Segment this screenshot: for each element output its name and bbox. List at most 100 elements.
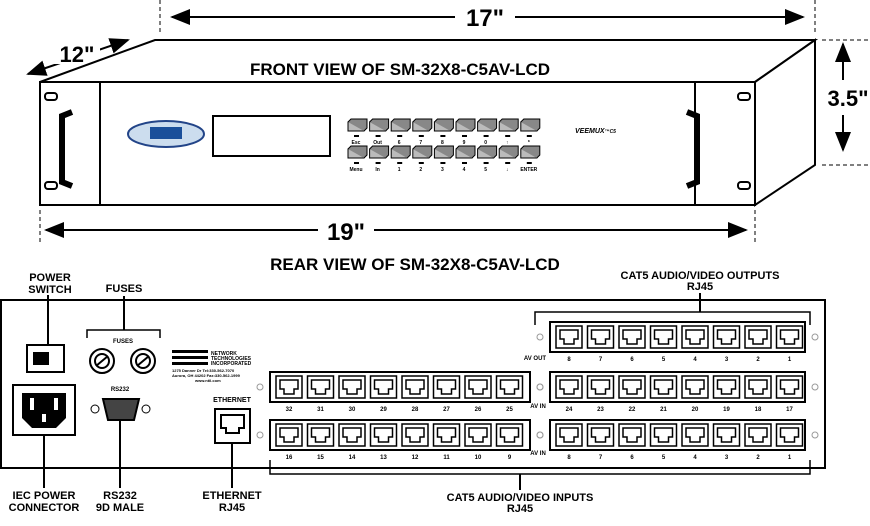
dimension-12: 12" [26, 38, 130, 76]
rj45-port: 1 [775, 423, 804, 461]
rj45-port: 24 [555, 375, 583, 413]
av-in-label: AV IN [530, 404, 546, 410]
port-number: 22 [629, 407, 636, 413]
port-number: 30 [349, 407, 356, 413]
depth-label: 12" [60, 42, 95, 67]
keypad-key[interactable]: 2 [412, 145, 433, 173]
keypad-key[interactable]: Esc [347, 118, 368, 146]
key-label: ↓ [506, 167, 509, 173]
rj45-port: 7 [586, 325, 615, 363]
rj45-port: 5 [649, 423, 678, 461]
key-label: 4 [463, 167, 466, 173]
port-number: 2 [756, 455, 760, 461]
keypad-key[interactable]: ↑ [498, 118, 519, 146]
rj45-port: 1 [775, 325, 804, 363]
company-logo: NETWORK TECHNOLOGIES INCORPORATED 1275 D… [172, 350, 252, 383]
port-number: 29 [380, 407, 387, 413]
keypad-key[interactable]: 0 [477, 118, 498, 146]
rs232-panel-label: RS232 [111, 387, 130, 393]
rack-width-label: 19" [327, 219, 365, 246]
rj45-port: 14 [338, 423, 366, 461]
key-label: 5 [484, 167, 487, 173]
rj45-port: 32 [275, 375, 303, 413]
rj45-port: 30 [338, 375, 366, 413]
keypad-key[interactable]: 5 [477, 145, 498, 173]
svg-text:www.ntil.com: www.ntil.com [194, 378, 221, 383]
rj45-port: 6 [618, 325, 646, 363]
keypad-key[interactable]: Menu [347, 145, 368, 173]
port-number: 27 [443, 407, 450, 413]
fuses-panel-label: FUSES [113, 339, 133, 345]
key-label: ↑ [506, 140, 509, 146]
key-label: 3 [441, 167, 444, 173]
rj45-port: 6 [618, 423, 646, 461]
rj45-port: 26 [464, 375, 492, 413]
port-number: 25 [506, 407, 513, 413]
port-number: 32 [286, 407, 293, 413]
key-label: 7 [419, 140, 422, 146]
brand: VEEMUX™C5 [575, 128, 616, 135]
keypad-key[interactable]: 1 [390, 145, 411, 173]
keypad-key[interactable]: In [369, 145, 390, 173]
keypad-key[interactable]: ↓ [498, 145, 519, 173]
fuse-holders [89, 348, 156, 374]
svg-text:INCORPORATED: INCORPORATED [211, 361, 252, 367]
rj45-port: 8 [555, 325, 583, 363]
rj45-port: 22 [618, 375, 646, 413]
port-number: 24 [566, 407, 573, 413]
rj45-port: 3 [712, 325, 741, 363]
port-number: 17 [786, 407, 793, 413]
port-number: 1 [788, 357, 792, 363]
rj45-port: 10 [464, 423, 492, 461]
keypad-key[interactable]: 3 [433, 145, 454, 173]
rj45-port: 4 [681, 423, 709, 461]
keypad-key[interactable]: Out [369, 118, 390, 146]
keypad-key[interactable]: 7 [412, 118, 433, 146]
keypad-key[interactable]: ENTER [520, 145, 541, 173]
rj45-port: 21 [649, 375, 678, 413]
rj45-port: 5 [649, 325, 678, 363]
rj45-port: 29 [369, 375, 398, 413]
keypad-key[interactable]: 9 [455, 118, 476, 146]
port-number: 4 [693, 357, 697, 363]
port-number: 9 [508, 455, 512, 461]
rj45-port: 2 [744, 325, 772, 363]
rj45-port: 3 [712, 423, 741, 461]
rj45-port: 13 [369, 423, 398, 461]
keypad-key[interactable]: 6 [390, 118, 411, 146]
rj45-port: 28 [401, 375, 429, 413]
port-number: 2 [756, 357, 760, 363]
keypad-key[interactable]: 4 [455, 145, 476, 173]
port-number: 20 [692, 407, 699, 413]
key-label: Menu [349, 167, 362, 173]
fuses-label: FUSES [106, 283, 143, 295]
key-label: 1 [398, 167, 401, 173]
port-number: 12 [412, 455, 419, 461]
port-number: 26 [475, 407, 482, 413]
svg-text:TECHNOLOGIES: TECHNOLOGIES [211, 356, 252, 362]
port-number: 11 [443, 455, 450, 461]
key-label: 0 [484, 140, 487, 146]
front-title: FRONT VIEW OF SM-32X8-C5AV-LCD [250, 60, 550, 79]
keypad-key[interactable]: 8 [433, 118, 454, 146]
key-label: 2 [419, 167, 422, 173]
front-chassis [39, 38, 819, 207]
left-handle [59, 109, 74, 189]
dimension-19: 19" [39, 210, 756, 246]
port-number: 28 [412, 407, 419, 413]
rj45-port: 15 [306, 423, 335, 461]
port-number: 7 [599, 455, 603, 461]
keypad-key[interactable]: * [520, 118, 541, 146]
port-number: 21 [660, 407, 667, 413]
rj45-port: 18 [744, 375, 772, 413]
rj45-port: 4 [681, 325, 709, 363]
